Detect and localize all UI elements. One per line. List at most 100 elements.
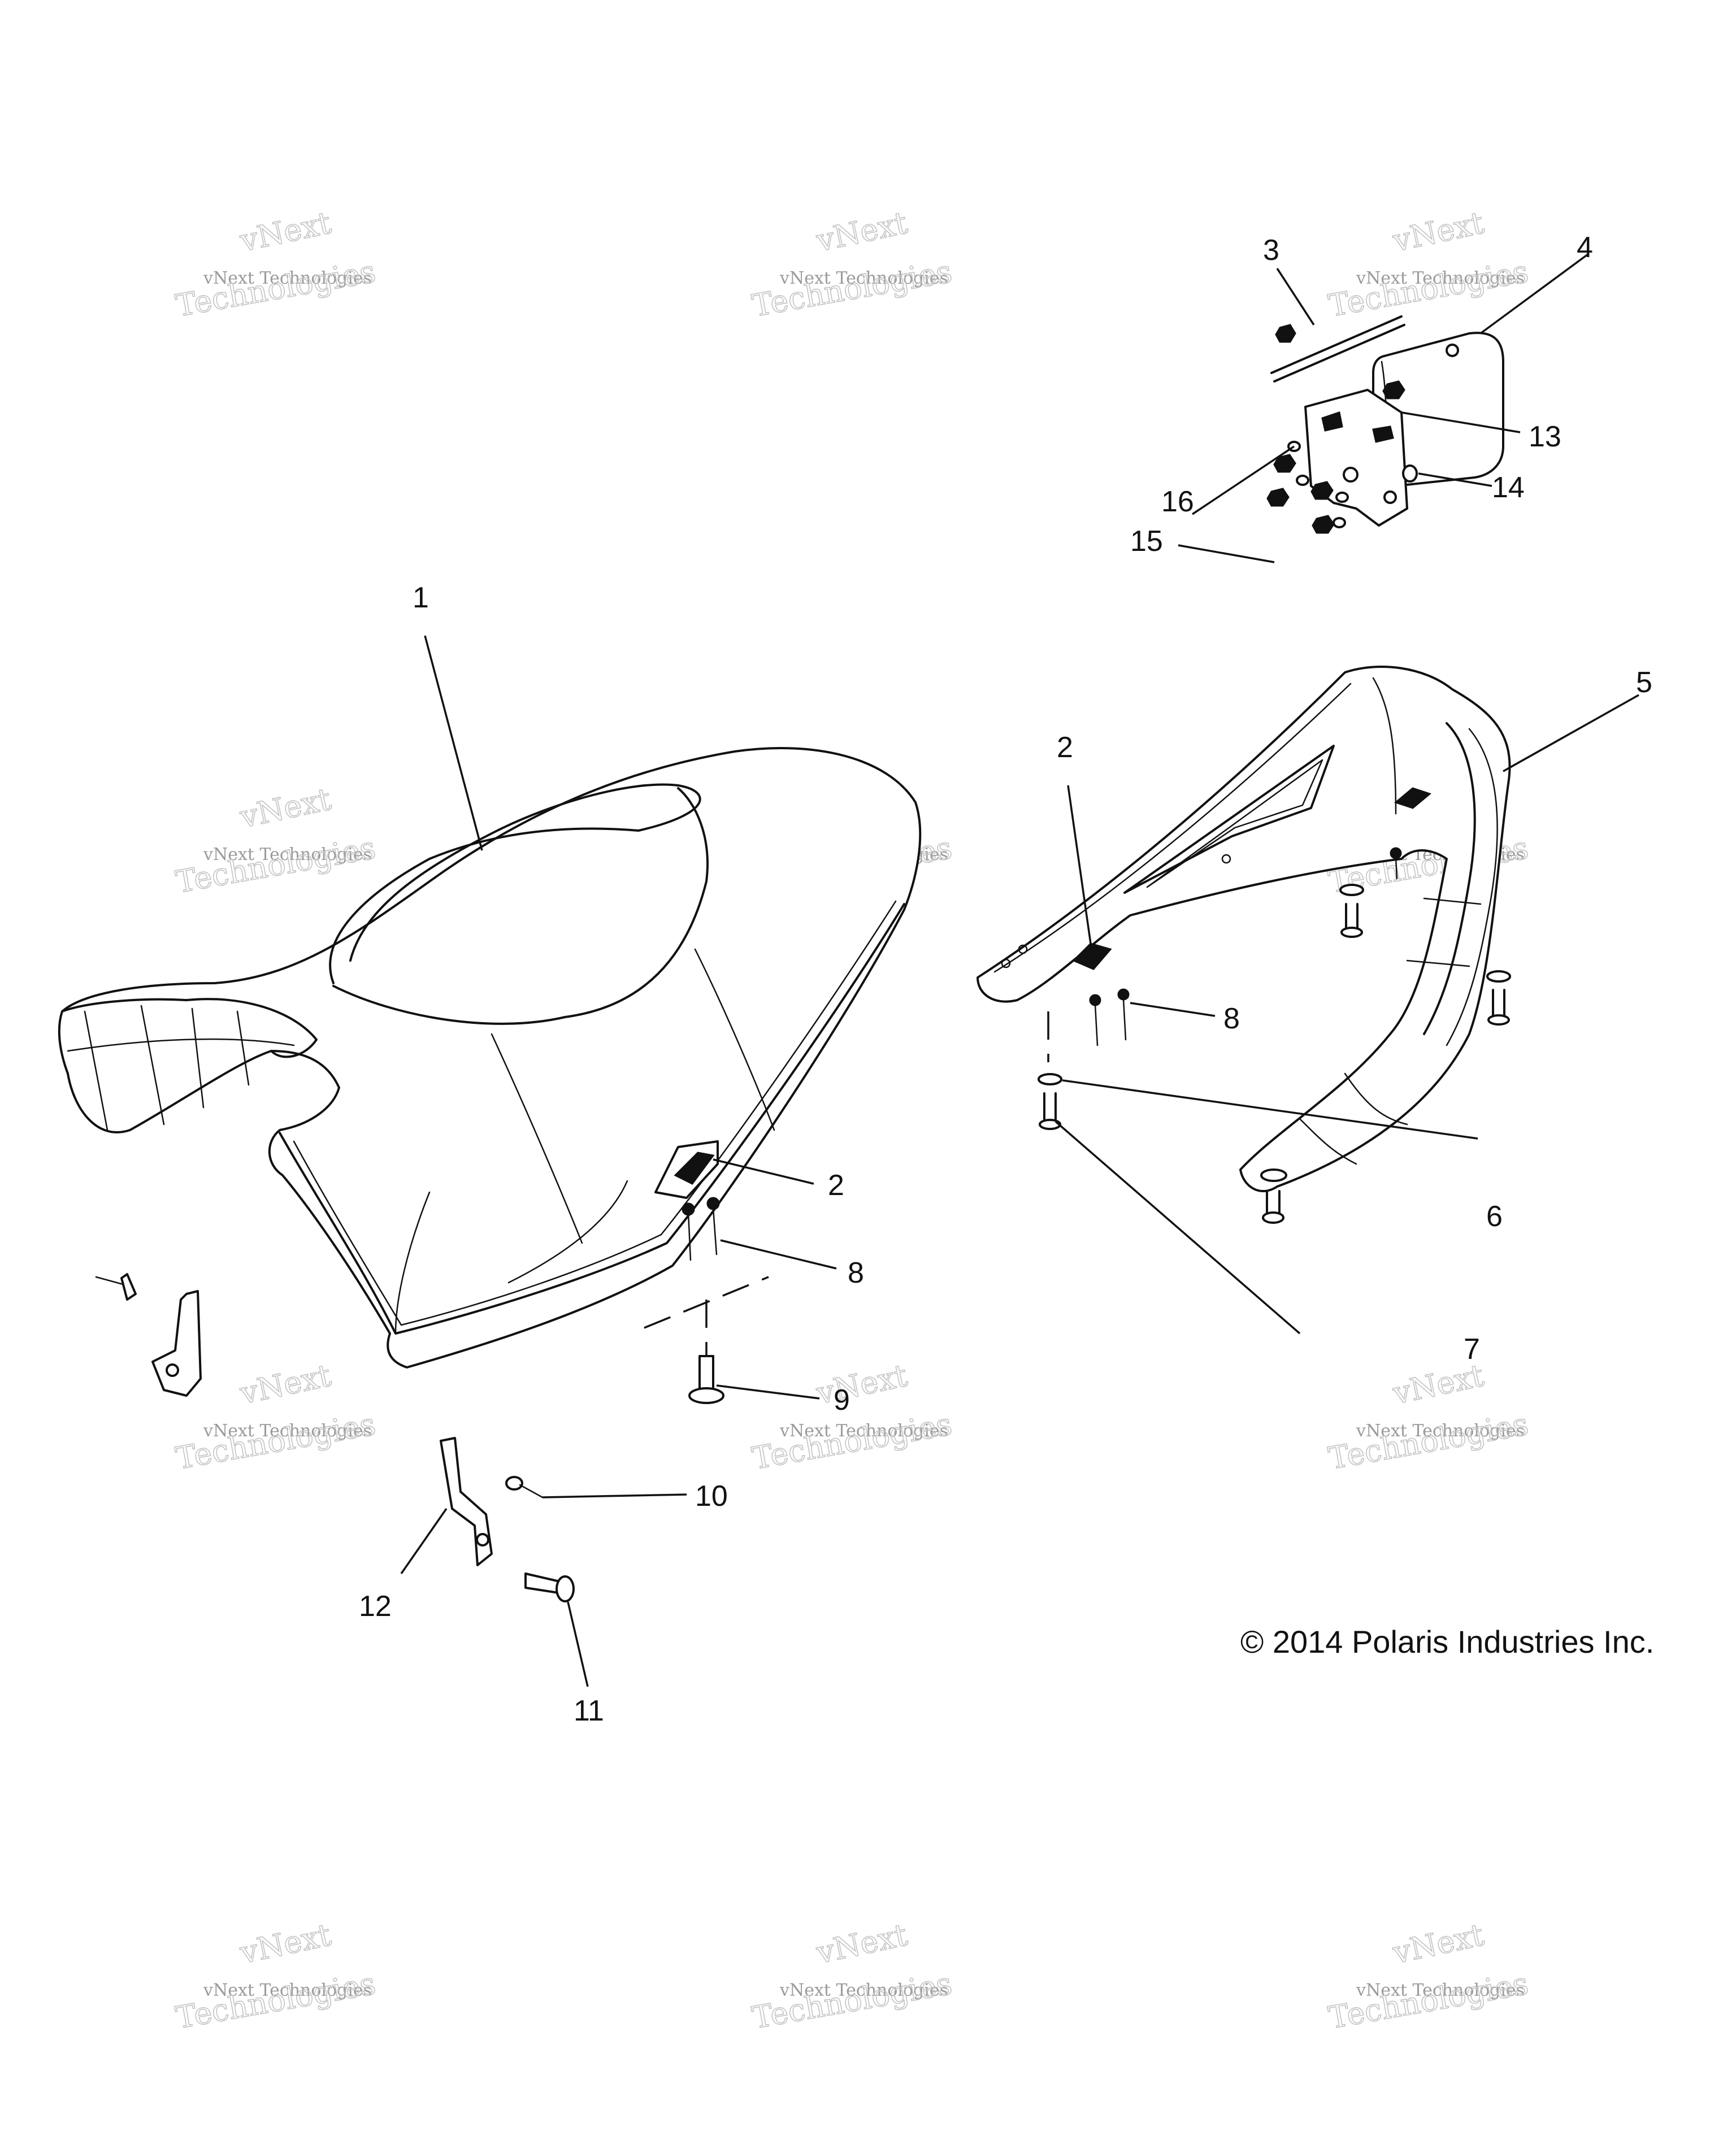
watermark-brand: vNext (237, 1357, 335, 1411)
seat-trim (279, 903, 905, 1335)
watermark-line-small: vNext Technologies (779, 1980, 948, 2000)
grab-handle-edge (993, 683, 1352, 973)
grab-handle-rib (1299, 1118, 1357, 1165)
grab-handle-hole (1001, 958, 1011, 968)
grab-handle-edge (1372, 677, 1397, 815)
watermark-line-small: vNext Technologies (1356, 268, 1525, 288)
leader-7 (1054, 1120, 1301, 1335)
seat-front-rib (236, 1010, 250, 1086)
watermark: vNext vNext Technologies Technologies (1326, 1357, 1532, 1477)
grab-handle-side-panel (1446, 728, 1498, 1046)
leader-10 (542, 1493, 687, 1498)
bracket-13-hole (1343, 467, 1359, 483)
watermark: vNext vNext Technologies Technologies (749, 205, 956, 324)
grab-handle-5[interactable] (976, 666, 1511, 1193)
leader-12 (400, 1508, 448, 1574)
callout-2: 2 (828, 1169, 844, 1202)
rear-bracket-12[interactable] (440, 1437, 575, 1602)
callout-11: 11 (574, 1695, 604, 1727)
watermark-line-small: vNext Technologies (779, 268, 948, 288)
watermark-line-small: vNext Technologies (203, 1980, 372, 2000)
seat-panel-line (694, 948, 775, 1131)
callout-8: 8 (1223, 1002, 1240, 1035)
callout-12: 12 (359, 1590, 392, 1623)
rivet-head (120, 1273, 137, 1301)
grab-handle-window (1123, 745, 1335, 894)
grab-handle-rib (1344, 1072, 1408, 1126)
screw-8 (1094, 1004, 1099, 1046)
seat-pad-outer (332, 787, 709, 1025)
nut-15 (1310, 481, 1334, 500)
bolt-7-head (1262, 1211, 1284, 1224)
bolt-7 (1345, 903, 1359, 931)
callout-13: 13 (1529, 420, 1561, 453)
seat-fasteners[interactable] (644, 1197, 769, 1404)
watermark-line-big: Technologies (1326, 1406, 1531, 1476)
watermark-line-small: vNext Technologies (1356, 1421, 1525, 1441)
leader-15 (1178, 544, 1275, 563)
leader-5 (1503, 694, 1639, 772)
nut-3 (1275, 324, 1296, 343)
washer-6 (1486, 970, 1511, 983)
watermark: vNext vNext Technologies Technologies (1326, 1917, 1532, 2036)
watermark-line-big: Technologies (173, 1966, 378, 2036)
callout-9: 9 (834, 1384, 850, 1417)
watermark-brand: vNext (1390, 1917, 1487, 1971)
washer-16 (1296, 475, 1309, 486)
bolt-7 (1043, 1092, 1057, 1123)
bolt-7-head (1340, 927, 1363, 938)
bracket-13-hole (1383, 490, 1397, 504)
leader-13 (1401, 411, 1521, 433)
bracket-plate (151, 1290, 202, 1397)
watermark: vNext vNext Technologies Technologies (749, 1357, 956, 1477)
watermark-line-big: Technologies (173, 254, 378, 324)
watermark-line-small: vNext Technologies (203, 1421, 372, 1441)
nut-15 (1266, 488, 1290, 507)
bracket-hole (166, 1363, 179, 1377)
watermark-line-big: Technologies (173, 1406, 378, 1476)
seat-pad (329, 783, 701, 984)
washer-16 (1335, 492, 1349, 503)
bracket-13-slot (1321, 411, 1343, 432)
callout-5: 5 (1636, 666, 1652, 699)
leader-4 (1479, 253, 1589, 335)
light-box-4 (1372, 332, 1504, 487)
callout-1: 1 (413, 581, 429, 614)
seat-front-rib (84, 1010, 108, 1131)
watermark-line-big: Technologies (1326, 1966, 1531, 2036)
watermark-brand: vNext (237, 781, 335, 835)
callout-4: 4 (1577, 231, 1593, 264)
watermark-line-big: Technologies (749, 1406, 954, 1476)
leader-14 (1418, 472, 1492, 487)
pivot-shaft (1273, 324, 1405, 383)
bracket-12-hole (476, 1533, 489, 1546)
leader-9 (716, 1384, 820, 1400)
nut-13a (1382, 380, 1405, 399)
seat-assembly[interactable] (58, 747, 922, 1369)
watermark-brand: vNext (813, 1917, 911, 1971)
nut-15 (1312, 515, 1335, 534)
bolt-11-head (555, 1575, 575, 1602)
grab-handle-fasteners[interactable] (1038, 847, 1511, 1224)
seat-panel-line (394, 1191, 431, 1335)
screw-8 (712, 1207, 718, 1256)
callout-14: 14 (1492, 471, 1525, 504)
grab-handle-rib (1423, 897, 1482, 905)
screw-8-head (682, 1202, 695, 1216)
grab-handle-hole (1018, 944, 1028, 954)
nut-15 (1273, 454, 1296, 473)
washer-16 (1333, 517, 1346, 528)
bolt-9-head (688, 1387, 724, 1404)
grab-handle-rib (1406, 959, 1470, 967)
front-bracket[interactable] (95, 1273, 202, 1397)
callout-7: 7 (1464, 1333, 1480, 1366)
seat-latch (674, 1152, 715, 1185)
screw-8 (1122, 998, 1127, 1041)
tail-light-assembly[interactable] (1266, 315, 1504, 534)
watermark-line-small: vNext Technologies (1356, 1980, 1525, 2000)
callout-3: 3 (1263, 234, 1279, 267)
leader-8a (720, 1239, 837, 1270)
seat-panel-line (507, 1180, 628, 1284)
watermark-brand: vNext (813, 1357, 911, 1411)
callout-8: 8 (848, 1257, 864, 1289)
